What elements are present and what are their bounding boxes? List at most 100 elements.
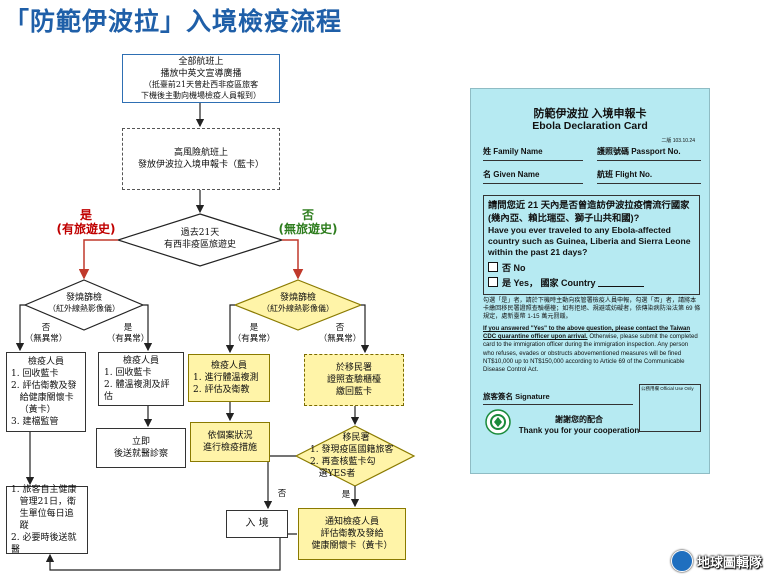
instruction-en-rest: Otherwise, please submit the completed c… <box>483 333 698 374</box>
official-use-label: 公務用欄 Official Use Only <box>641 386 694 391</box>
checkbox-no[interactable] <box>488 262 498 273</box>
box-h-line1: 通知檢疫人員 <box>324 516 379 527</box>
no-branch-line2: (無旅遊史) <box>278 222 338 237</box>
travel-question-box: 請問您近 21 天內是否曾造訪伊波拉疫情流行國家(幾內亞、賴比瑞亞、獅子山共和國… <box>483 195 700 295</box>
box-a-item3: 給健康關懷卡 <box>11 393 74 403</box>
instruction-en-underlined: If you answered "Yes" to the above quest… <box>483 325 691 341</box>
option-yes[interactable]: 是 Yes， 國家 Country <box>488 276 695 289</box>
given-name-label: 名 Given Name <box>483 170 540 179</box>
high-risk-flights-box: 高風險航班上 發放伊波拉入境申報卡（藍卡） <box>122 128 280 190</box>
cdc-logo-icon <box>485 409 511 435</box>
passport-label: 護照號碼 Passport No. <box>597 147 681 156</box>
box-c-line1: 立即 <box>131 436 150 447</box>
d3-item2: 2. 再查核藍卡勾 <box>310 457 376 468</box>
box-i-item2: 管理21日，衛 <box>11 496 77 507</box>
d1-line2: 有西非疫區旅遊史 <box>163 240 236 251</box>
card-title-en: Ebola Declaration Card <box>532 120 648 132</box>
thanks-zh: 謝謝您的配合 <box>555 415 603 424</box>
box-a-item2: 2. 評估衛教及發 <box>11 380 77 391</box>
box-i-item1: 1. 旅客自主健康 <box>11 484 77 495</box>
flowchart: 全部航班上 播放中英文宣導廣播 （抵臺前21天曾赴西非疫區旅客 下機後主動向機場… <box>6 54 416 571</box>
card-version: 二版 103.10.24 <box>661 138 695 144</box>
label-yes-abnormal-right: 是 （有異常） <box>232 323 276 345</box>
box-i-item3: 生單位每日追 <box>11 508 74 519</box>
flight-line <box>597 183 701 184</box>
official-use-box: 公務用欄 Official Use Only <box>639 384 701 432</box>
lbl-yes-abnormal2-l1: 是 <box>249 323 259 333</box>
globe-icon <box>670 550 693 572</box>
hospital-box: 立即 後送就醫診察 <box>96 428 186 468</box>
box-f-line2: 證照查驗櫃檯 <box>326 374 381 385</box>
instruction-en: If you answered "Yes" to the above quest… <box>483 325 701 374</box>
question-en: Have you ever traveled to any Ebola-affe… <box>488 225 691 258</box>
yes-branch-line2: (有旅遊史) <box>56 222 116 237</box>
family-name-label: 姓 Family Name <box>483 147 543 156</box>
page-title: 「防範伊波拉」入境檢疫流程 <box>4 7 343 36</box>
no-branch-label: 否 (無旅遊史) <box>276 208 340 237</box>
box-i-item5: 2. 必要時後送就醫 <box>11 533 77 556</box>
dL-line2: （紅外線熱影像儀） <box>48 304 120 314</box>
n2-line1: 高風險航班上 <box>173 147 228 158</box>
label-no-normal-left: 否 （無異常） <box>24 323 68 345</box>
immigration-return-box: 於移民署 證照查驗櫃檯 繳回藍卡 <box>304 354 404 406</box>
flight-label: 航班 Flight No. <box>597 170 653 179</box>
label-no-entry: 否 <box>277 489 287 499</box>
box-h-line2: 評估衛教及發給 <box>320 528 384 539</box>
lbl-yes-abnormal2-l2: （有異常） <box>232 334 276 345</box>
flow-connectors <box>15 103 416 571</box>
watermark: 地球圖輯隊 <box>670 550 762 572</box>
n1-line1: 全部航班上 <box>178 56 224 67</box>
yes-branch-line1: 是 <box>79 208 92 222</box>
box-f-line1: 於移民署 <box>335 362 372 373</box>
lbl-no-normal2-l1: 否 <box>335 323 345 333</box>
watermark-text: 地球圖輯隊 <box>696 555 762 571</box>
question-zh: 請問您近 21 天內是否曾造訪伊波拉疫情流行國家(幾內亞、賴比瑞亞、獅子山共和國… <box>488 200 690 223</box>
case-measures-box: 依個案狀況 進行檢疫措施 <box>190 422 270 462</box>
lbl-no-normal2-l2: （無異常） <box>318 334 362 345</box>
box-e-line1: 依個案狀況 <box>207 430 253 441</box>
box-d-title: 檢疫人員 <box>210 360 247 371</box>
yes-branch-label: 是 (有旅遊史) <box>56 208 116 237</box>
lbl-no-normal-l1: 否 <box>41 323 51 333</box>
country-line[interactable] <box>597 278 644 287</box>
box-a-title: 檢疫人員 <box>27 356 64 367</box>
immigration-check-text: 移民署 1. 發現疫區國籍旅客 2. 再查核藍卡勾 選YES者 <box>310 432 402 481</box>
box-d-item1: 1. 進行體溫複測 <box>193 372 259 383</box>
lbl-yes-abnormal-l2: （有異常） <box>106 334 150 345</box>
label-yes-abnormal-left: 是 （有異常） <box>106 323 150 345</box>
d3-title: 移民署 <box>342 433 370 443</box>
checkbox-yes[interactable] <box>488 277 498 288</box>
box-c-line2: 後送就醫診察 <box>113 449 168 459</box>
decision-fever-right <box>233 279 363 331</box>
box-e-line2: 進行檢疫措施 <box>202 443 257 453</box>
box-f-line3: 繳回藍卡 <box>335 387 372 398</box>
label-no-normal-right: 否 （無異常） <box>318 323 362 345</box>
box-i-item4: 蹤 <box>11 521 29 531</box>
fever-right-text: 發燒篩檢 （紅外線熱影像儀） <box>248 292 348 315</box>
card-title-zh: 防範伊波拉 入境申報卡 <box>533 108 647 120</box>
given-name-line <box>483 183 583 184</box>
family-name-line <box>483 160 583 161</box>
box-b-item1: 1. 回收藍卡 <box>104 367 152 378</box>
box-b-title: 檢疫人員 <box>122 355 159 366</box>
quarantine-box-b: 檢疫人員 1. 回收藍卡 2. 體溫複測及評估 <box>98 352 184 406</box>
box-a-item4: （黃卡） <box>11 405 56 416</box>
dR-line2: （紅外線熱影像儀） <box>262 304 334 314</box>
fever-left-text: 發燒篩檢 （紅外線熱影像儀） <box>34 292 134 315</box>
signature-label: 旅客簽名 Signature <box>483 392 550 401</box>
decision-travel-history <box>116 213 284 267</box>
option-no[interactable]: 否 No <box>488 261 695 274</box>
d3-item1: 1. 發現疫區國籍旅客 <box>310 445 394 456</box>
dL-line1: 發燒篩檢 <box>65 293 102 303</box>
signature-line[interactable] <box>483 404 633 405</box>
lbl-yes-abnormal-l1: 是 <box>123 323 133 333</box>
entry-box: 入 境 <box>226 510 288 538</box>
box-d-item2: 2. 評估及衛教 <box>193 385 250 396</box>
box-a-item5: 3. 建檔監管 <box>11 417 59 428</box>
quarantine-box-a: 檢疫人員 1. 回收藍卡 2. 評估衛教及發 給健康關懷卡 （黃卡） 3. 建檔… <box>6 352 86 432</box>
n1-line4: 下機後主動向機場檢疫人員報到） <box>141 90 261 100</box>
option-yes-label: 是 Yes， 國家 Country <box>502 277 596 288</box>
instruction-zh: 勾選「是」者，請於下機時主動向疾管署檢疫人員申報，勾選「否」者，請將本卡繳回移民… <box>483 297 701 321</box>
thanks-text: 謝謝您的配合 Thank you for your cooperation <box>513 415 645 437</box>
box-b-item2: 2. 體溫複測及評估 <box>104 380 170 403</box>
